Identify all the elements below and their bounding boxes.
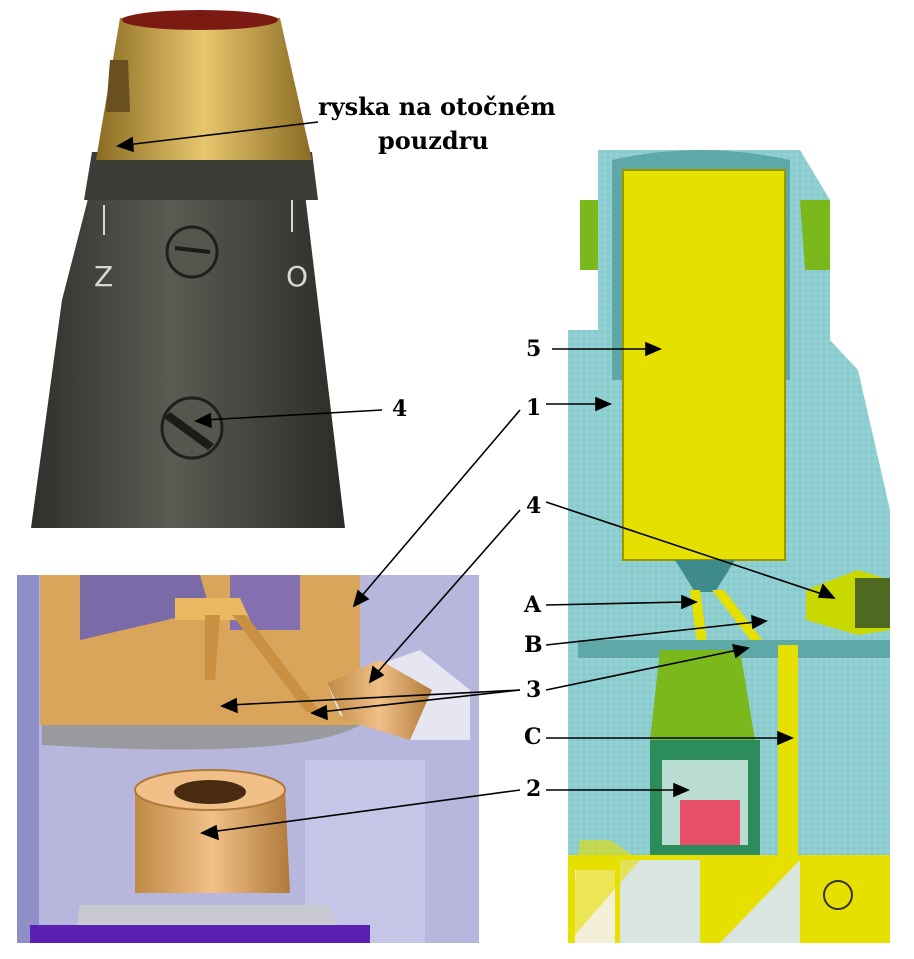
charge-5 — [622, 169, 786, 561]
label-1: 1 — [526, 395, 542, 421]
channel-b — [712, 590, 770, 650]
cad-plate — [42, 725, 360, 750]
channel-b-cad — [232, 615, 320, 712]
engraving-z: Z — [94, 260, 113, 293]
label-c: C — [524, 724, 542, 750]
photo-label-4: 4 — [392, 396, 408, 422]
fuze-body — [31, 152, 345, 528]
photo-screw-top — [165, 225, 219, 279]
primer — [680, 800, 740, 845]
section-drawing — [568, 150, 890, 943]
cad-base — [30, 925, 370, 943]
photo-caption-line-2: pouzdru — [378, 126, 489, 155]
label-5: 5 — [526, 336, 542, 362]
label-a: A — [524, 592, 542, 618]
label-b: B — [524, 632, 543, 658]
label-4: 4 — [526, 493, 542, 519]
cad-screw-4 — [327, 660, 432, 740]
leader-lines — [116, 121, 836, 841]
engraving-o: O — [286, 260, 308, 293]
sleeve-notch — [106, 60, 130, 112]
detonator-body — [650, 650, 755, 740]
channel-a — [690, 590, 708, 650]
fuze-photo: Z O — [31, 10, 367, 528]
cad-cutaway — [17, 575, 479, 943]
channel-a-cad — [205, 615, 220, 680]
sleeve-cap — [122, 10, 278, 30]
label-3: 3 — [526, 677, 542, 703]
channel-c — [778, 645, 798, 860]
cad-nut-2 — [135, 790, 290, 893]
fuze-collar — [84, 152, 318, 200]
rotating-sleeve — [96, 13, 312, 160]
label-2: 2 — [526, 776, 542, 802]
photo-caption-line-1: ryska na otočném — [318, 92, 556, 121]
